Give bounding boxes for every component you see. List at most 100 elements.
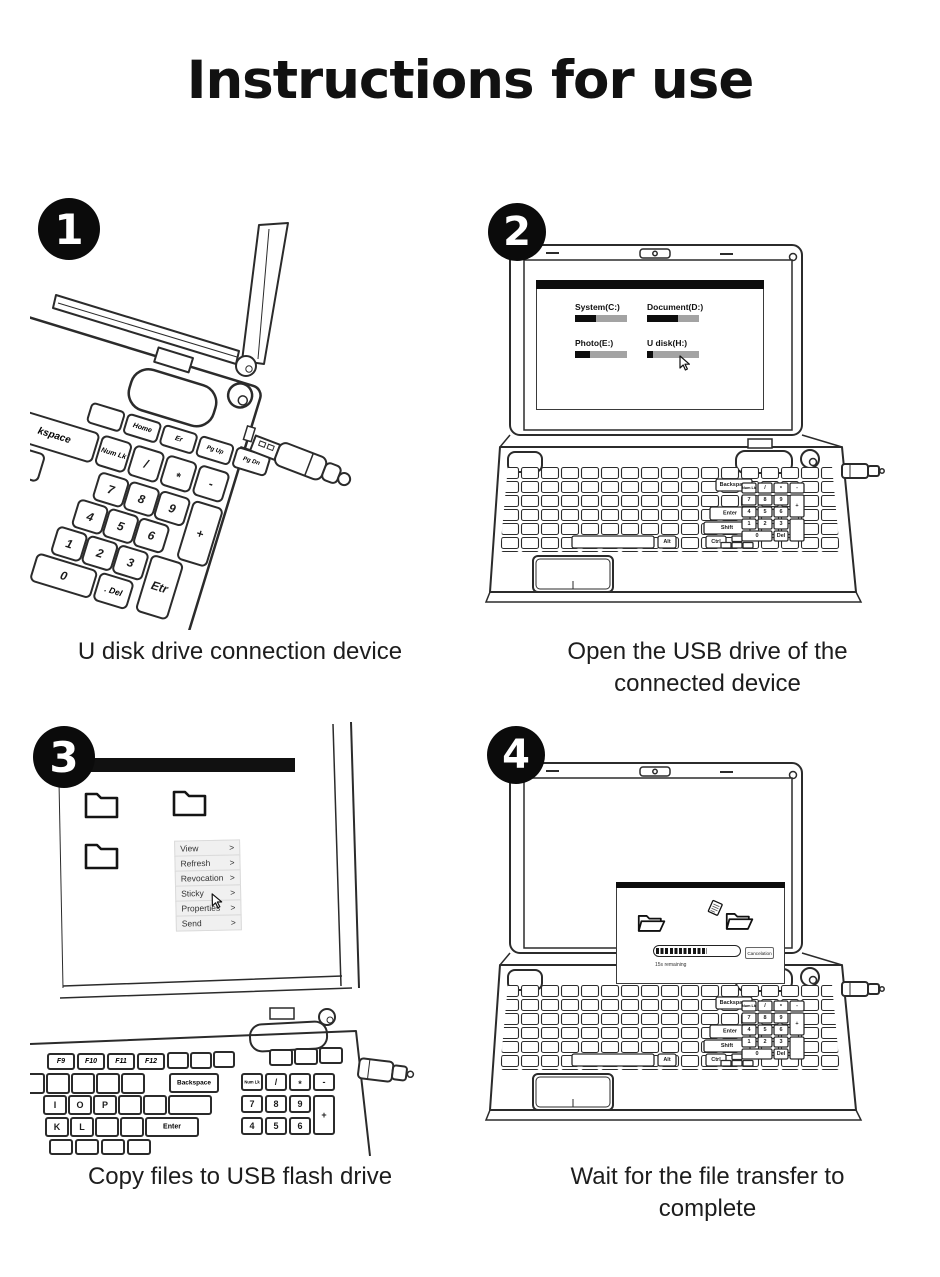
menu-item-send: Send > [175,914,242,932]
key-minus: - [323,1077,326,1087]
key-9: 9 [779,1015,782,1021]
submenu-arrow-icon: > [230,887,236,898]
folder-open-icon [637,915,666,932]
step-number: 1 [54,204,84,254]
key-plus: + [795,1021,798,1027]
progress-fill [656,948,707,954]
step-1-badge: 1 [38,198,100,260]
drive-udisk: U disk(H:) [647,338,717,358]
key-shift: Shift [721,1043,733,1049]
step-3-badge: 3 [33,726,95,788]
key-6: 6 [779,509,782,515]
step-number: 3 [49,732,79,782]
key-7: 7 [249,1099,254,1109]
step-number: 4 [502,732,530,778]
key-l: L [79,1122,85,1132]
key-ctrl: Ctrl [711,1057,721,1063]
key-enter: Etr [150,578,171,597]
numpad: Num Lk / * - 7 8 9 + 4 5 6 [741,482,805,542]
key-slash: / [141,456,151,471]
key-7: 7 [106,482,118,498]
key-alt: Alt [663,539,671,545]
key-pgdn: Pg Dn [242,456,261,467]
drive-document: Document(D:) [647,302,717,322]
submenu-arrow-icon: > [229,857,235,868]
drive-usage-bar [647,315,699,322]
key-i: I [54,1100,57,1110]
key-0: 0 [755,533,758,539]
menu-label: View [180,843,199,854]
folder-icon [172,790,207,817]
key-k: K [54,1122,61,1132]
step-2-caption: Open the USB drive of the connected devi… [567,638,848,697]
key-1: 1 [747,521,750,527]
step-3-caption: Copy files to USB flash drive [87,1163,393,1190]
step-3-illustration: F9 F10 F11 F12 Backspace [30,721,415,1156]
menu-label: Send [181,918,202,929]
key-5: 5 [273,1121,278,1131]
key-5: 5 [763,509,766,515]
key-numlk: Num Lk [244,1080,260,1085]
key-minus: - [207,477,215,492]
folder-icon [84,843,119,870]
key-alt: Alt [663,1057,671,1063]
hinge-pin [235,355,257,377]
drive-photo: Photo(E:) [575,338,645,358]
laptop-illustration: Backspace Enter Shift Alt Ctrl Num Lk / … [480,200,930,620]
key-enter: Enter [723,511,738,517]
cursor-icon [211,893,223,909]
cancel-button: Cancelation [745,947,774,959]
step-number: 2 [503,209,531,255]
laptop-lid-edge [241,222,289,365]
touchpad [532,555,614,593]
key-p: P [102,1100,108,1110]
key-8: 8 [763,1015,766,1021]
key-3: 3 [125,555,136,570]
key-4: 4 [747,1027,751,1033]
screen-bottom-bezel [59,975,353,999]
key-9: 9 [779,497,782,503]
key-numlk: Num Lk [742,1004,757,1008]
usb-loop [337,472,352,487]
usb-drive [357,1057,415,1083]
screen-bezel [332,723,342,987]
hinge-bracket [153,346,195,374]
file-icon [707,899,723,916]
folder-open-icon [725,913,754,930]
key-6: 6 [779,1027,782,1033]
drive-usage-bar [575,315,627,322]
key-4: 4 [747,509,751,515]
speaker-grille [127,368,218,428]
step-3: F9 F10 F11 F12 Backspace [30,718,450,1156]
key-5: 5 [763,1027,766,1033]
key-enter: Enter [723,1029,738,1035]
laptop-body: Backspace Enter Shift Alt Ctrl Num Lk / … [484,952,885,1121]
key-8: 8 [136,491,147,506]
submenu-arrow-icon: > [229,842,235,853]
power-button [318,1008,336,1026]
usb-drive [841,463,885,479]
key-3: 3 [779,521,782,527]
key-pgup: Pg Up [206,445,225,456]
context-menu: View > Refresh > Revocation > Sticky > P… [174,839,242,932]
webcam-icon [639,248,671,259]
power-button [226,382,254,409]
key-1: 1 [747,1039,750,1045]
arrow-keys [731,1053,743,1061]
key-star: * [173,469,183,484]
key-slash: / [275,1077,278,1087]
key-er: Er [174,435,184,444]
key-space [571,1053,655,1067]
drive-usage-bar [647,351,699,358]
menu-label: Sticky [181,888,204,899]
key-star: * [780,1004,783,1010]
key-7: 7 [747,1015,750,1021]
drive-label: Document(D:) [647,302,704,312]
key-f10: F10 [85,1058,97,1065]
laptop-chassis: Backspace Enter Shift Alt Ctrl Num Lk / … [484,244,885,603]
key-slash: / [764,485,766,491]
time-remaining-label: 15s remaining [655,962,687,968]
submenu-arrow-icon: > [229,872,235,883]
drive-system: System(C:) [575,302,645,322]
